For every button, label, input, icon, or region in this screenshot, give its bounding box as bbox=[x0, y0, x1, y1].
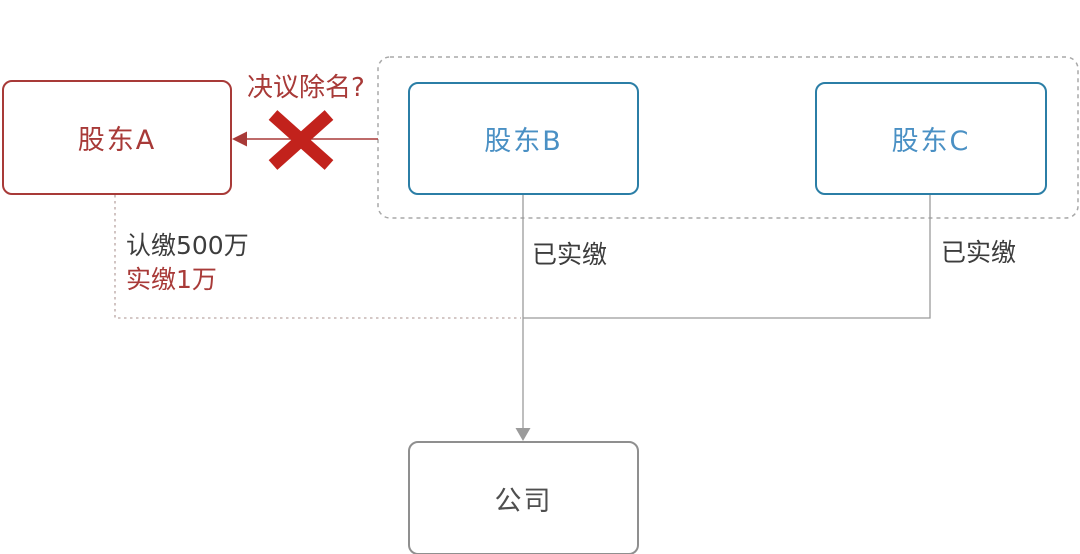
company-label: 公司 bbox=[494, 485, 553, 517]
node-shareholder-a: 股东A bbox=[2, 80, 232, 195]
node-shareholder-b: 股东B bbox=[408, 82, 639, 195]
shareholder-a-label: 股东A bbox=[77, 125, 157, 156]
shareholder-b-label: 股东B bbox=[484, 126, 563, 157]
arrow-left-icon bbox=[232, 131, 247, 147]
group-boundary-b-c bbox=[377, 56, 1079, 219]
node-company: 公司 bbox=[408, 441, 639, 554]
a-subscribed-capital-label: 认缴500万 bbox=[126, 231, 249, 260]
c-paid-status-label: 已实缴 bbox=[941, 238, 1017, 267]
arrow-down-icon bbox=[515, 428, 531, 441]
shareholder-c-label: 股东C bbox=[891, 126, 971, 157]
a-paid-capital-label: 实缴1万 bbox=[126, 265, 217, 294]
node-shareholder-c: 股东C bbox=[815, 82, 1047, 195]
b-paid-status-label: 已实缴 bbox=[532, 240, 608, 269]
expulsion-question-label: 决议除名? bbox=[247, 73, 365, 103]
connector-c bbox=[523, 193, 931, 319]
x-mark-icon bbox=[268, 110, 334, 170]
